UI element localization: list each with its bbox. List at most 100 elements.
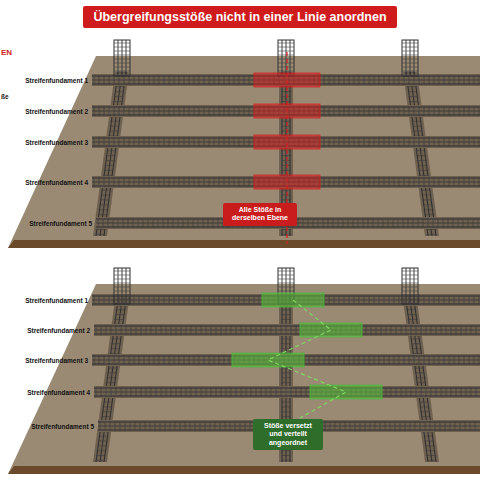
stirrup	[94, 137, 95, 147]
stirrup	[329, 355, 330, 365]
stirrup	[479, 106, 480, 116]
stirrup	[266, 325, 267, 335]
column-tie	[114, 75, 130, 76]
stirrup	[205, 421, 206, 431]
stirrup	[449, 75, 450, 85]
stirrup	[195, 421, 196, 431]
stirrup	[354, 295, 355, 305]
stirrup	[224, 75, 225, 85]
stirrup	[246, 387, 247, 397]
stirrup	[199, 75, 200, 85]
stirrup	[424, 177, 425, 187]
cross-stirrup	[423, 209, 433, 210]
stirrup	[124, 177, 125, 187]
column-bar	[122, 40, 123, 76]
cross-stirrup	[281, 229, 291, 230]
stirrup	[374, 295, 375, 305]
rebar-bar	[94, 392, 480, 393]
stirrup	[110, 421, 111, 431]
stirrup	[179, 355, 180, 365]
stirrup	[234, 106, 235, 116]
stirrup	[421, 325, 422, 335]
stirrup	[119, 355, 120, 365]
stirrup	[251, 387, 252, 397]
stirrup	[470, 421, 471, 431]
stirrup	[134, 137, 135, 147]
stirrup	[385, 421, 386, 431]
stirrup	[200, 421, 201, 431]
stirrup	[329, 106, 330, 116]
stirrup	[159, 106, 160, 116]
stirrup	[426, 325, 427, 335]
stirrup	[394, 177, 395, 187]
stirrup	[140, 421, 141, 431]
cross-stirrup	[114, 319, 124, 320]
column-tie	[114, 51, 130, 52]
stirrup	[434, 355, 435, 365]
stirrup	[400, 421, 401, 431]
stirrup	[229, 137, 230, 147]
stirrup	[129, 137, 130, 147]
stirrup	[474, 106, 475, 116]
cross-stirrup	[95, 460, 105, 461]
stirrup	[210, 421, 211, 431]
stirrup	[109, 106, 110, 116]
stirrup	[139, 137, 140, 147]
stirrup	[211, 387, 212, 397]
stirrup	[239, 295, 240, 305]
cross-stirrup	[101, 190, 111, 191]
stirrup	[134, 75, 135, 85]
column-cage	[278, 40, 294, 76]
stirrup	[164, 355, 165, 365]
stirrup	[276, 387, 277, 397]
stirrup	[379, 177, 380, 187]
cross-stirrup	[110, 121, 120, 122]
stirrup	[380, 421, 381, 431]
stirrup	[303, 218, 304, 228]
stirrup	[455, 421, 456, 431]
rebar-bar	[94, 395, 480, 396]
stirrup	[201, 325, 202, 335]
stirrup	[404, 106, 405, 116]
column-tie	[114, 47, 130, 48]
cross-stirrup	[425, 450, 435, 451]
stirrup	[144, 295, 145, 305]
stirrup	[389, 355, 390, 365]
cross-stirrup	[281, 338, 291, 339]
stirrup	[169, 177, 170, 187]
stirrup	[444, 106, 445, 116]
stirrup	[308, 218, 309, 228]
stirrup	[329, 75, 330, 85]
stirrup	[219, 106, 220, 116]
stirrup	[204, 177, 205, 187]
cross-trench	[93, 72, 129, 236]
cross-stirrup	[281, 101, 291, 102]
stirrup	[139, 106, 140, 116]
cross-stirrup	[408, 96, 418, 97]
cross-stirrup	[106, 377, 116, 378]
stirrup	[306, 387, 307, 397]
stirrup	[464, 355, 465, 365]
stirrup	[476, 387, 477, 397]
stirrup	[354, 355, 355, 365]
stirrup	[141, 387, 142, 397]
column-tie	[278, 59, 294, 60]
stirrup	[276, 325, 277, 335]
stirrup	[189, 177, 190, 187]
stirrup	[144, 75, 145, 85]
stirrup	[191, 325, 192, 335]
stirrup	[259, 295, 260, 305]
stirrup	[459, 295, 460, 305]
cross-stirrup	[98, 214, 108, 215]
stirrup	[206, 325, 207, 335]
stirrup	[364, 75, 365, 85]
stirrup	[151, 387, 152, 397]
column-tie	[114, 59, 130, 60]
column-tie	[402, 71, 418, 72]
stirrup	[176, 387, 177, 397]
stirrup	[99, 137, 100, 147]
stirrup	[111, 325, 112, 335]
stirrup	[149, 75, 150, 85]
stirrup	[414, 137, 415, 147]
cross-stirrup	[110, 348, 120, 349]
